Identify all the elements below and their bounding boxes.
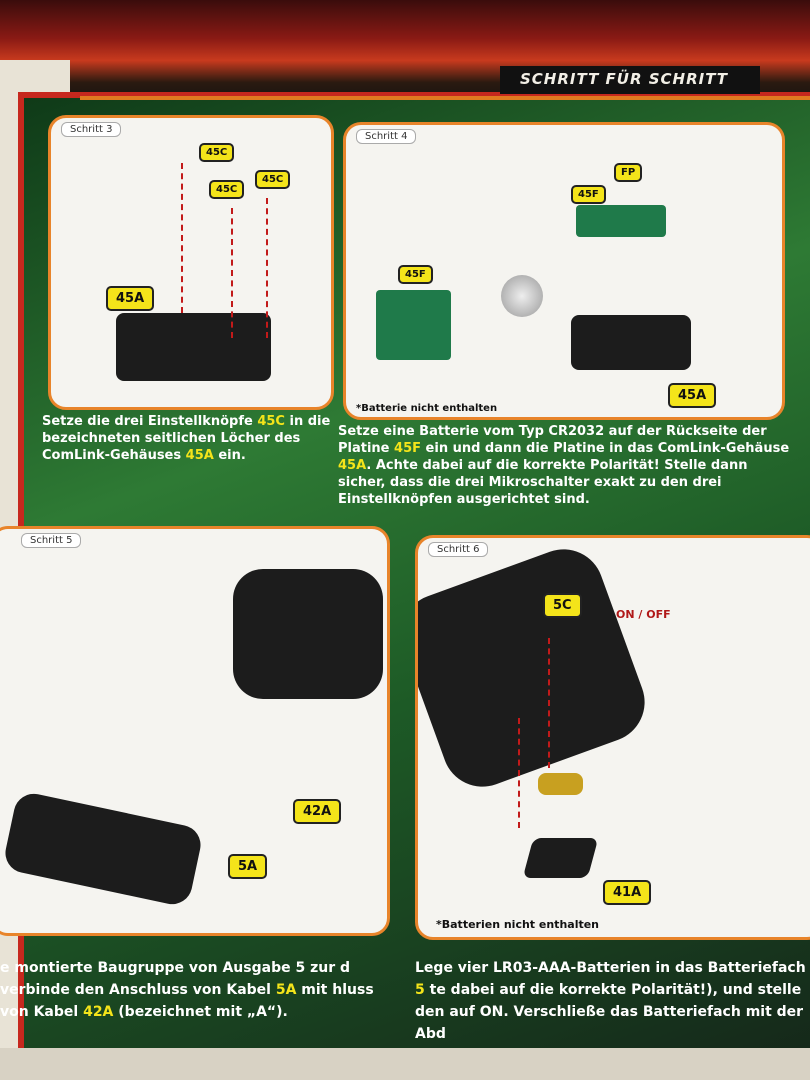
circuit-board-image bbox=[576, 205, 666, 237]
step-5-instructions: e montierte Baugruppe von Ausgabe 5 zur … bbox=[0, 960, 374, 1020]
car-chassis-image bbox=[233, 569, 383, 699]
battery-cover-image bbox=[522, 838, 599, 878]
step-3-panel: Schritt 3 45C 45C 45C 45A bbox=[48, 115, 334, 410]
part-badge: 5A bbox=[228, 854, 268, 879]
battery-note: *Batterien nicht enthalten bbox=[436, 918, 600, 931]
assembly-arrow bbox=[548, 638, 550, 768]
part-badge: 41A bbox=[603, 880, 652, 905]
part-badge: 45A bbox=[106, 286, 155, 311]
battery-note: *Batterie nicht enthalten bbox=[356, 403, 498, 414]
part-badge: 45F bbox=[571, 185, 606, 204]
comlink-housing-image bbox=[116, 313, 271, 381]
section-title: SCHRITT FÜR SCHRITT bbox=[500, 66, 760, 94]
bottom-page-edge bbox=[0, 1048, 810, 1080]
step-6-instructions: Lege vier LR03-AAA-Batterien in das Batt… bbox=[415, 960, 806, 1042]
part-badge: 5C bbox=[543, 593, 582, 618]
step-6-panel: Schritt 6 5C ON / OFF 41A *Batterien nic… bbox=[415, 535, 810, 940]
part-badge: 45C bbox=[199, 143, 235, 162]
part-badge: 42A bbox=[293, 799, 342, 824]
part-badge: 45C bbox=[255, 170, 291, 189]
step-4-instructions: Setze eine Batterie vom Typ CR2032 auf d… bbox=[338, 424, 790, 507]
assembly-arrow bbox=[181, 163, 183, 313]
step-5-panel: Schritt 5 42A 5A bbox=[0, 526, 390, 936]
coin-battery-image bbox=[501, 275, 543, 317]
part-badge: FP bbox=[614, 163, 643, 182]
step-4-panel: Schritt 4 45F FP 45F 45A *Batterie nicht… bbox=[343, 122, 785, 420]
step-label: Schritt 3 bbox=[61, 122, 122, 137]
assembly-arrow bbox=[518, 718, 520, 828]
on-off-switch-label: ON / OFF bbox=[616, 608, 671, 621]
step-label: Schritt 4 bbox=[356, 129, 417, 144]
divider bbox=[80, 96, 810, 100]
step-label: Schritt 5 bbox=[21, 533, 82, 548]
comlink-housing-image bbox=[571, 315, 691, 370]
car-bumper-image bbox=[1, 790, 205, 908]
step-label: Schritt 6 bbox=[428, 542, 489, 557]
part-badge: 45F bbox=[398, 265, 433, 284]
car-underside-image bbox=[418, 538, 656, 798]
circuit-board-image bbox=[376, 290, 451, 360]
part-badge: 45C bbox=[209, 180, 245, 199]
assembly-arrow bbox=[231, 208, 233, 338]
assembly-arrow bbox=[266, 198, 268, 338]
aaa-batteries-image bbox=[538, 773, 583, 795]
step-3-instructions: Setze die drei Einstellknöpfe 45C in die… bbox=[42, 414, 331, 463]
part-badge: 45A bbox=[668, 383, 717, 408]
